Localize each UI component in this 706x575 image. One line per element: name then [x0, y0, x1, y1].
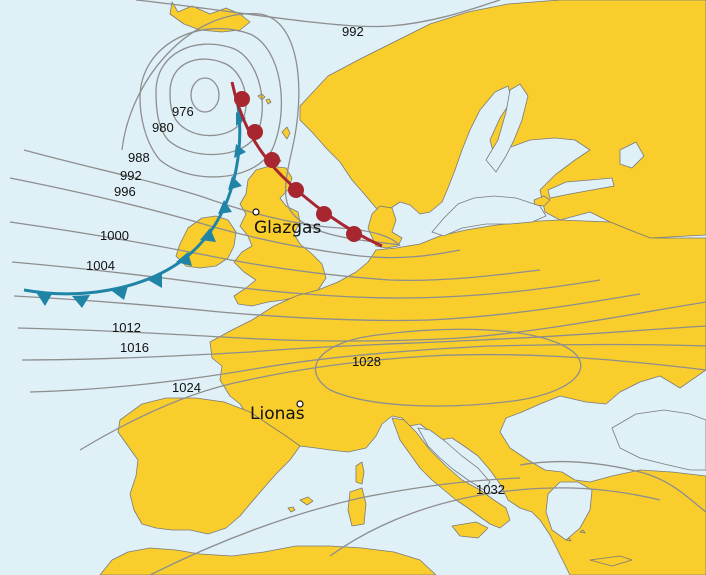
pressure-label-1004: 1004 — [86, 258, 115, 273]
lake-ladoga — [619, 141, 645, 169]
warm-front-bulb — [288, 182, 304, 198]
pressure-label-992: 992 — [120, 168, 142, 183]
balearic-islands — [287, 496, 314, 513]
cold-front-triangle — [200, 228, 216, 242]
cold-front-triangle — [218, 200, 232, 214]
cold-front-triangle — [36, 292, 52, 306]
pressure-label-1016: 1016 — [120, 340, 149, 355]
city-label-glazgas: Glazgas — [254, 218, 321, 238]
sicily — [451, 521, 489, 539]
iberia — [117, 397, 301, 535]
isobar-1000 — [9, 221, 541, 282]
aegean-sea — [545, 481, 593, 541]
italy — [391, 417, 511, 529]
crete — [589, 555, 633, 567]
isobar-984-ring — [139, 27, 283, 178]
cold-front-triangle — [234, 144, 246, 158]
cold-front-triangle — [176, 252, 192, 266]
pressure-label-988: 988 — [128, 150, 150, 165]
black-sea — [611, 409, 706, 471]
pressure-label-1028: 1028 — [352, 354, 381, 369]
cities: Glazgas Lionas — [250, 208, 321, 424]
cold-front-triangle — [236, 112, 246, 126]
gulf-of-finland — [547, 177, 615, 199]
cold-front-triangle — [112, 286, 128, 300]
cold-front-triangle — [72, 295, 90, 308]
isobar-1024 — [79, 353, 706, 451]
warm-front-bulb — [316, 206, 332, 222]
isobar-1008 — [13, 293, 641, 322]
sardinia — [347, 487, 367, 527]
isobar-988 — [121, 13, 401, 246]
isobar-1016 — [21, 325, 706, 361]
pressure-labels: 992 976 980 988 992 996 1000 1004 1012 1… — [86, 24, 505, 497]
isobar-1012 — [17, 301, 706, 342]
warm-front-bulb — [234, 91, 250, 107]
gulf-of-bothnia — [485, 83, 529, 173]
isobar-south-2 — [149, 477, 521, 575]
warm-front-bulb — [346, 226, 362, 242]
pressure-label-992-north: 992 — [342, 24, 364, 39]
city-marker-lionas — [296, 400, 304, 408]
adriatic-sea — [417, 427, 491, 491]
warm-front — [230, 81, 383, 248]
pressure-label-976: 976 — [172, 104, 194, 119]
cold-front-triangle — [228, 176, 242, 190]
warm-front-bulb — [264, 152, 280, 168]
pressure-label-1032: 1032 — [476, 482, 505, 497]
iceland — [169, 1, 251, 33]
city-label-lionas: Lionas — [250, 404, 305, 424]
pressure-label-980: 980 — [152, 120, 174, 135]
isobar-996 — [9, 177, 461, 259]
shetland — [281, 126, 291, 140]
north-africa — [99, 545, 437, 575]
city-marker-glazgas — [252, 208, 260, 216]
inner-seas — [417, 83, 706, 541]
baltic-sea — [431, 195, 547, 237]
pressure-label-1012: 1012 — [112, 320, 141, 335]
warm-front-bulb — [247, 124, 263, 140]
denmark — [367, 205, 403, 249]
isobars — [9, 0, 706, 575]
cold-front-triangles — [36, 112, 246, 308]
isobar-1020 — [29, 343, 706, 393]
isobar-992-north — [135, 0, 501, 28]
cold-front — [23, 95, 246, 308]
cold-front-triangle — [148, 272, 162, 288]
pressure-label-1024: 1024 — [172, 380, 201, 395]
corsica — [355, 461, 365, 485]
pressure-label-1000: 1000 — [100, 228, 129, 243]
isobar-south-1 — [329, 487, 661, 557]
isobar-992 — [23, 149, 401, 247]
warm-front-semicircles — [234, 91, 362, 242]
pressure-label-996: 996 — [114, 184, 136, 199]
isobar-1004 — [11, 261, 601, 299]
isobar-low-core — [190, 77, 220, 113]
isobar-1028 — [314, 328, 582, 407]
isobar-1032 — [519, 460, 706, 513]
